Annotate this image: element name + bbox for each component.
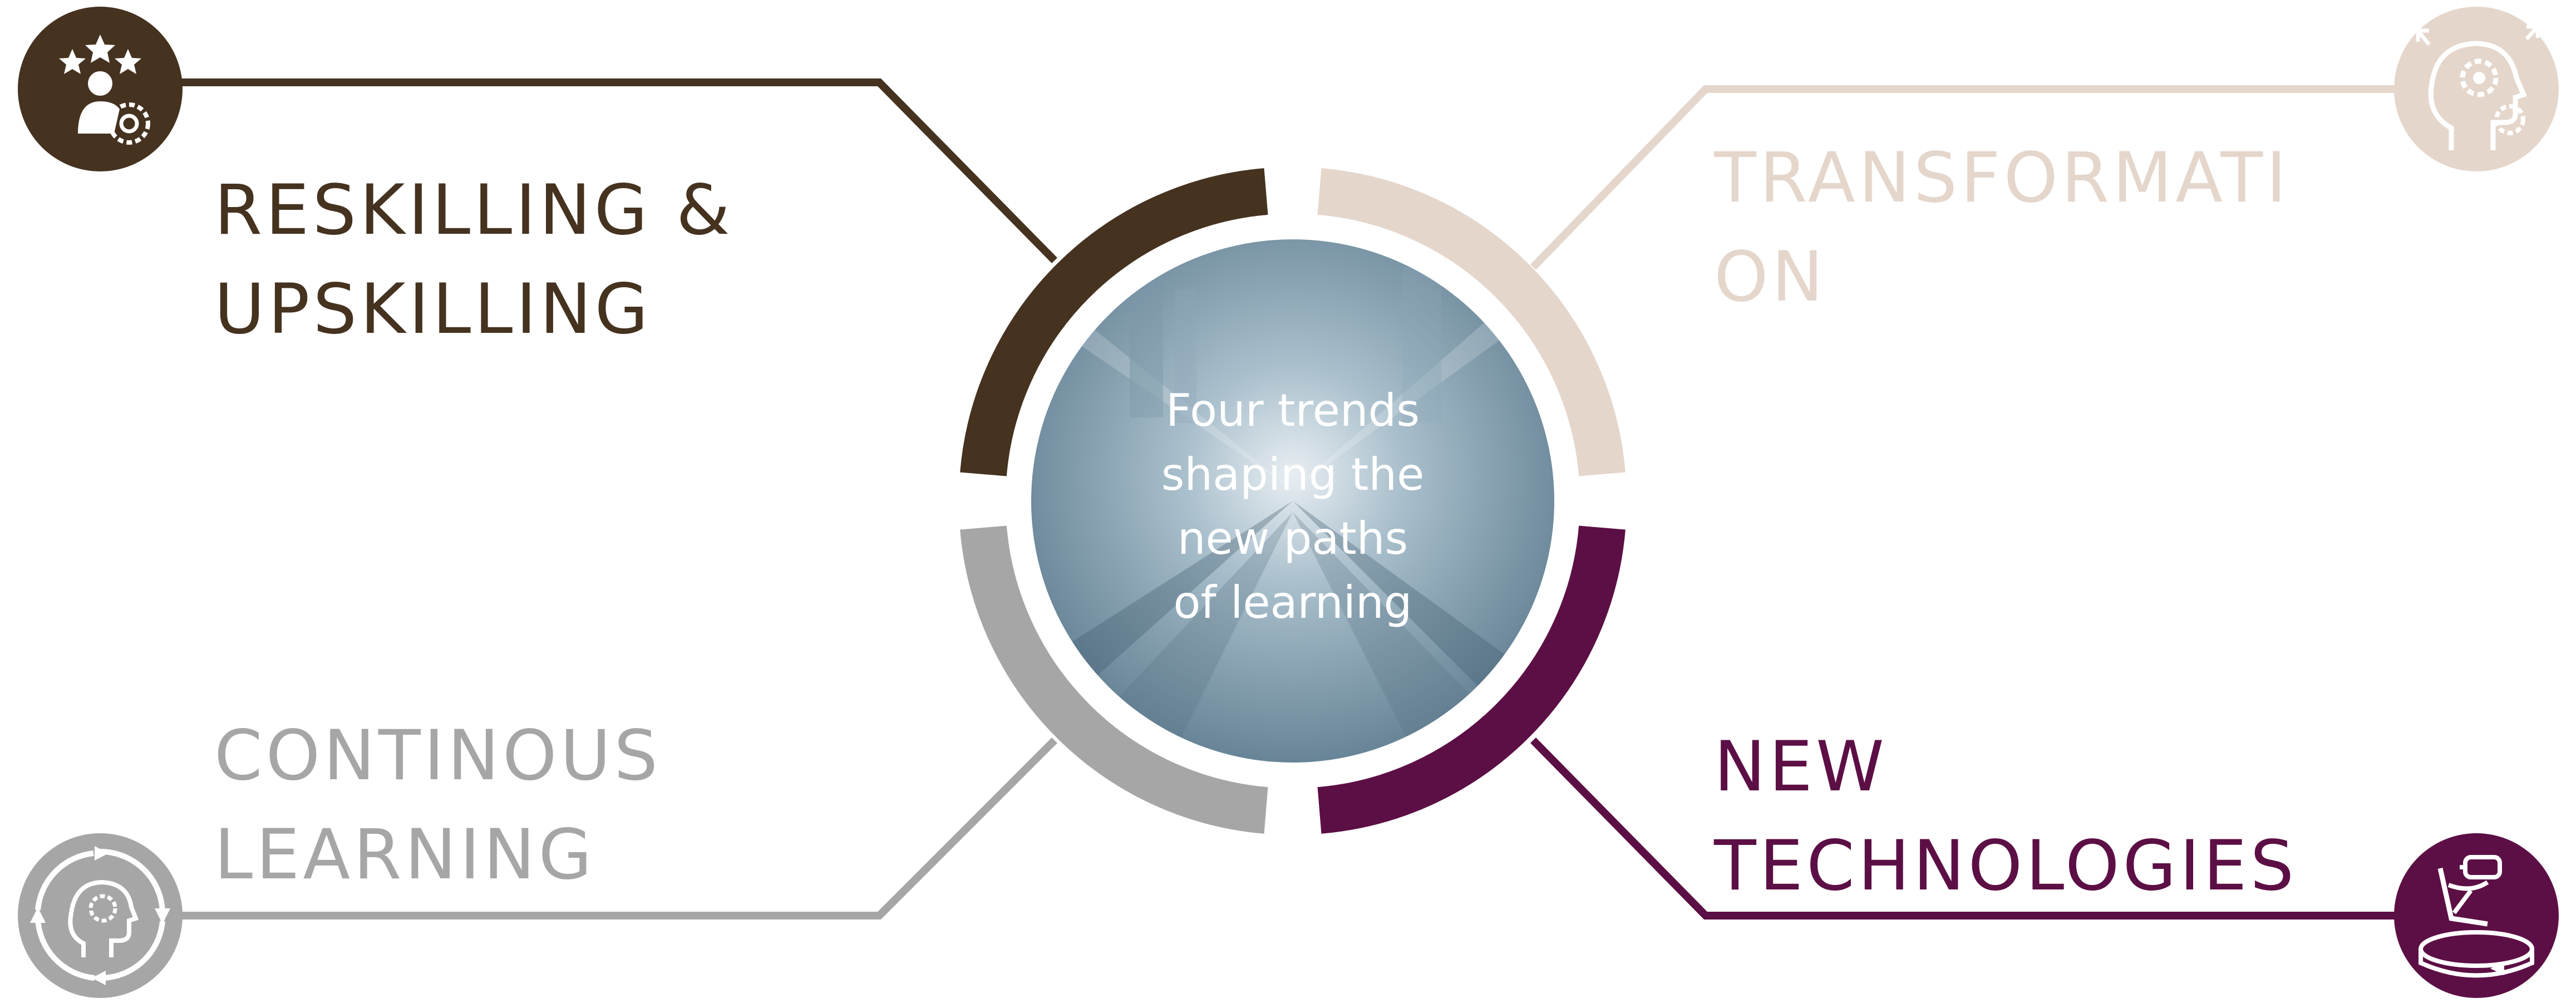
vr-person-icon xyxy=(2394,833,2559,998)
center-circle: Four trends shaping the new paths of lea… xyxy=(1031,239,1554,763)
connector-continuous xyxy=(167,738,1057,920)
label-reskilling-line-2: UPSKILLING xyxy=(214,269,652,350)
arc-new-tech xyxy=(1317,525,1626,834)
label-transformation-line-1: TRANSFORMATI xyxy=(1713,138,2290,218)
arc-reskilling xyxy=(960,168,1268,476)
label-continuous-line-1: CONTINOUS xyxy=(214,716,661,796)
head-gears-icon xyxy=(2394,7,2559,171)
label-continuous-line-2: LEARNING xyxy=(214,815,595,895)
arc-transformation xyxy=(1317,168,1626,476)
center-text-line-1: Four trends xyxy=(1166,385,1420,436)
connector-reskilling xyxy=(167,78,1057,263)
stars-person-gear-icon xyxy=(18,7,183,171)
center-text-line-3: new paths xyxy=(1178,513,1408,564)
center-text-line-2: shaping the xyxy=(1161,449,1425,500)
head-cycle-icon xyxy=(18,833,183,998)
label-new-tech-line-2: TECHNOLOGIES xyxy=(1713,826,2297,906)
label-transformation-line-2: ON xyxy=(1714,237,1826,317)
connector-transformation xyxy=(1530,85,2415,270)
label-reskilling-line-1: RESKILLING & xyxy=(214,170,733,250)
label-new-tech-line-1: NEW xyxy=(1714,727,1888,807)
center-text-line-4: of learning xyxy=(1174,577,1412,628)
arc-continuous xyxy=(960,525,1268,834)
connector-new-tech xyxy=(1530,738,2415,920)
